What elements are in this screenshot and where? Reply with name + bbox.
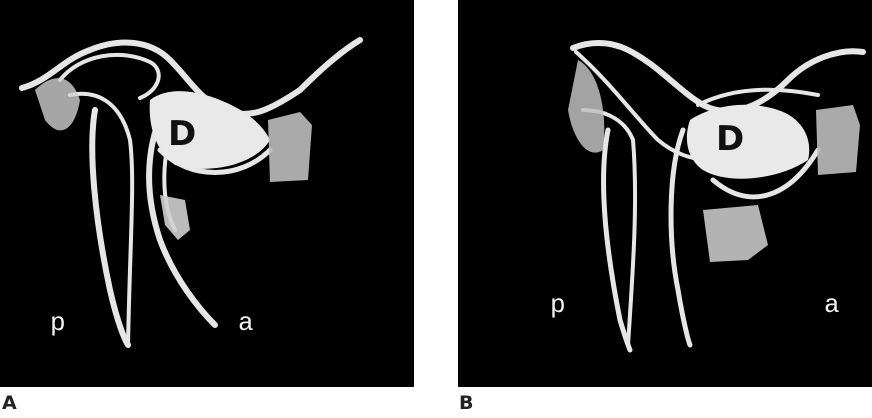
lower-muscle xyxy=(703,205,768,262)
condyle-posterior xyxy=(92,110,128,345)
condyle-posterior-2 xyxy=(70,94,132,345)
anterior-muscle xyxy=(268,112,312,182)
lower-muscle xyxy=(160,195,190,240)
posterior-tissue xyxy=(35,78,80,130)
condyle-posterior xyxy=(604,130,630,350)
ramus-anterior xyxy=(671,130,690,345)
panel-a: D p a xyxy=(0,0,414,387)
anterior-label: a xyxy=(824,290,840,320)
fossa-outline xyxy=(573,43,863,111)
posterior-label: p xyxy=(550,290,566,320)
articular-disc xyxy=(687,105,809,179)
joint-diagram-b: D p a xyxy=(458,0,872,387)
disc-label: D xyxy=(716,119,744,159)
panel-label-b: B xyxy=(459,393,473,413)
anterior-muscle xyxy=(816,105,860,175)
panel-b: D p a xyxy=(458,0,872,387)
joint-diagram-a: D p a xyxy=(0,0,414,387)
anterior-label: a xyxy=(238,308,254,338)
posterior-label: p xyxy=(50,308,66,338)
panel-label-a: A xyxy=(2,393,17,413)
disc-label: D xyxy=(168,114,196,154)
